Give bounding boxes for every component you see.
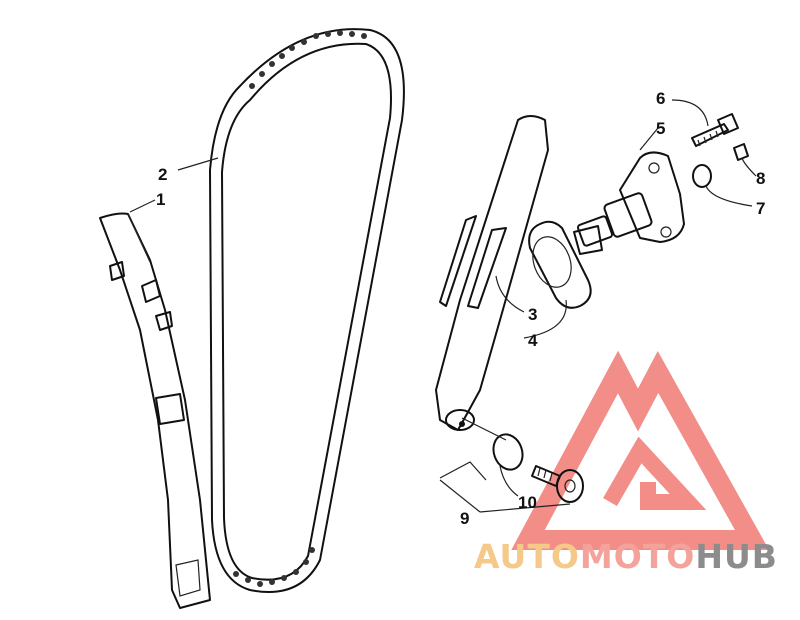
callout-3: 3 xyxy=(528,305,537,324)
leader-lines xyxy=(129,99,757,513)
tensioner-assembly xyxy=(573,151,685,255)
timing-chain xyxy=(209,28,405,593)
gasket xyxy=(528,220,592,309)
callout-4: 4 xyxy=(528,331,538,350)
callout-2: 2 xyxy=(158,165,167,184)
callout-7: 7 xyxy=(756,199,765,218)
callout-1: 1 xyxy=(156,190,165,209)
watermark-hub: HUB xyxy=(695,537,778,576)
watermark-logo xyxy=(511,350,770,550)
watermark-text: AUTOMOTOHUB xyxy=(474,537,778,576)
chain-tensioner-guide xyxy=(435,115,549,431)
washer xyxy=(692,164,712,188)
callout-5: 5 xyxy=(656,119,665,138)
callout-9: 9 xyxy=(460,509,469,528)
chain-guide-rear xyxy=(99,212,211,609)
guide-pivot-bolt xyxy=(531,465,584,503)
o-ring xyxy=(492,433,524,471)
bolt xyxy=(691,113,739,147)
chain-links xyxy=(233,30,367,587)
callout-8: 8 xyxy=(756,169,765,188)
callout-10: 10 xyxy=(518,493,537,512)
watermark-moto: MOTO xyxy=(580,537,695,576)
cap-bolt xyxy=(733,143,749,161)
watermark-auto: AUTO xyxy=(474,537,580,576)
callout-6: 6 xyxy=(656,89,665,108)
